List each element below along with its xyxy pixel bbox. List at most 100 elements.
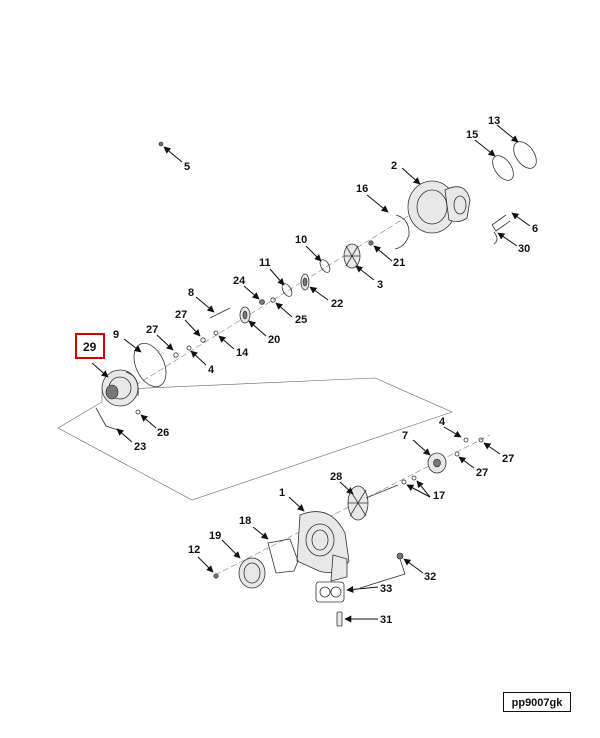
part-17-ring-b — [411, 475, 417, 481]
callout-6: 6 — [532, 223, 538, 235]
callout-4-b: 4 — [439, 416, 446, 428]
part-24-washer — [259, 299, 265, 305]
leader-17b — [416, 480, 431, 498]
callout-17: 17 — [433, 490, 445, 502]
leader-25 — [275, 302, 293, 318]
leader-2 — [401, 167, 421, 185]
callout-8: 8 — [188, 287, 194, 299]
leader-27c — [458, 456, 475, 469]
part-11-ring — [281, 283, 293, 297]
part-8-pin — [209, 307, 231, 319]
leader-11 — [269, 268, 285, 286]
part-12-bolt — [213, 573, 219, 579]
part-26-ring — [135, 409, 141, 415]
leader-33 — [346, 585, 379, 593]
callout-11: 11 — [259, 257, 271, 269]
part-23-line — [95, 407, 119, 431]
part-27-ring-c — [454, 451, 460, 457]
callout-26: 26 — [157, 427, 169, 439]
part-6-hose — [491, 214, 511, 232]
leader-28 — [339, 481, 354, 495]
leader-5 — [163, 146, 183, 163]
leader-3 — [355, 265, 375, 281]
leader-23 — [116, 428, 133, 443]
callout-28: 28 — [330, 471, 342, 483]
leader-21 — [373, 245, 393, 262]
part-14-ring — [213, 330, 219, 336]
part-2-compressor-housing — [407, 180, 471, 234]
leader-18 — [252, 526, 269, 540]
part-32-fitting — [359, 552, 406, 589]
callout-29: 29 — [83, 340, 97, 354]
leader-4b — [443, 426, 462, 438]
part-4-ring-b — [463, 437, 469, 443]
part-3-compressor-wheel — [343, 243, 361, 269]
leader-9 — [123, 338, 142, 353]
callout-27-b: 27 — [175, 309, 187, 321]
callout-21: 21 — [393, 257, 405, 269]
drawing-id-label: pp9007gk — [503, 692, 571, 712]
part-27-ring-b — [200, 337, 206, 343]
callout-23: 23 — [134, 441, 146, 453]
leader-26 — [140, 414, 157, 429]
part-4-ring — [186, 345, 192, 351]
callout-27-c: 27 — [476, 467, 488, 479]
part-1-turbine-housing — [296, 511, 350, 582]
callout-13: 13 — [488, 115, 500, 127]
part-33-gasket — [315, 581, 345, 603]
callout-9: 9 — [113, 329, 119, 341]
callout-25: 25 — [295, 314, 307, 326]
callout-27-d: 27 — [502, 453, 514, 465]
part-16-snap-ring — [394, 214, 410, 250]
leader-12 — [197, 556, 214, 573]
leader-10 — [305, 245, 322, 262]
part-22-bearing — [300, 273, 310, 291]
leader-17a — [406, 484, 431, 498]
part-29-cartridge — [101, 369, 139, 407]
part-21-nut — [368, 240, 374, 246]
callout-31: 31 — [380, 614, 392, 626]
callout-3: 3 — [377, 279, 383, 291]
part-15-ring — [492, 155, 514, 181]
callout-32: 32 — [424, 571, 436, 583]
leader-13 — [496, 124, 519, 143]
leader-16 — [366, 194, 389, 213]
part-17-ring-a — [401, 479, 407, 485]
part-20-thrust-collar — [239, 306, 251, 324]
callout-15: 15 — [466, 129, 478, 141]
leader-20 — [248, 320, 267, 337]
leader-1 — [288, 496, 305, 512]
callout-29-highlight-box — [75, 333, 105, 359]
part-27-ring-d — [478, 437, 484, 443]
leader-24 — [243, 285, 260, 300]
part-28-turbine-wheel — [347, 484, 399, 521]
callout-19: 19 — [209, 530, 221, 542]
leader-29 — [91, 362, 109, 378]
leader-27a — [156, 334, 174, 351]
part-27-ring-a — [173, 352, 179, 358]
part-7-seal-plate — [427, 452, 447, 474]
callout-7: 7 — [402, 430, 408, 442]
leader-27d — [483, 442, 501, 455]
leader-22 — [309, 286, 329, 301]
callout-27-a: 27 — [146, 324, 158, 336]
callout-30: 30 — [518, 243, 530, 255]
upper-assembly-axis — [119, 189, 451, 396]
leader-15 — [474, 139, 496, 157]
part-25-washer — [270, 297, 276, 303]
part-13-ring — [513, 141, 537, 169]
leader-4a — [190, 350, 207, 366]
part-18-gasket — [267, 538, 299, 574]
part-31-stud — [336, 611, 343, 627]
callout-14: 14 — [236, 347, 249, 359]
part-30-clamp — [493, 231, 498, 245]
leader-8 — [195, 296, 215, 313]
callout-20: 20 — [268, 334, 280, 346]
leader-32 — [403, 558, 424, 574]
cartridge-inset-frame — [57, 377, 453, 501]
leader-27b — [184, 319, 201, 337]
leader-14 — [218, 335, 235, 350]
callout-18: 18 — [239, 515, 251, 527]
callout-16: 16 — [356, 183, 368, 195]
